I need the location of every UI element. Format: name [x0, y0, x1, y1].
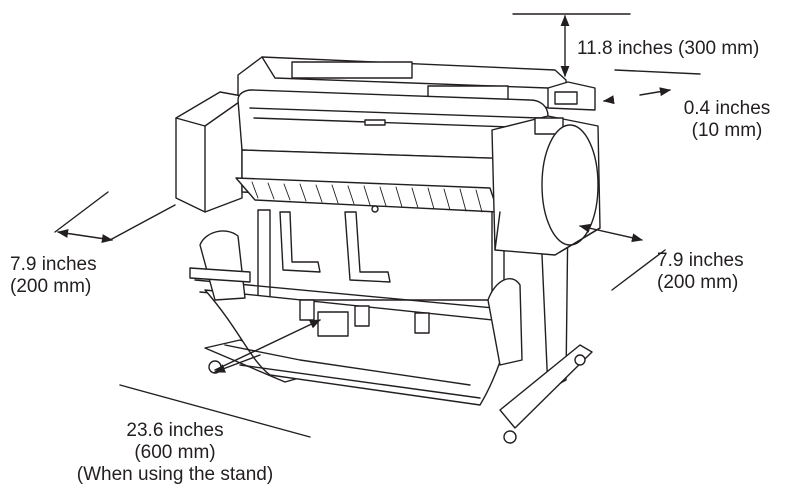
basket-clip	[299, 299, 315, 321]
sheet-guide-right	[344, 211, 391, 283]
label-right-line1: 7.9 inches	[657, 250, 744, 271]
label-front-line1: 23.6 inches	[126, 420, 224, 441]
arrow-right-gap	[639, 87, 672, 97]
label-right-gap: 0.4 inches (10 mm)	[664, 98, 790, 142]
output-basket	[189, 211, 523, 406]
label-right-line2: (200 mm)	[657, 272, 739, 293]
label-right-gap-line1: 0.4 inches	[683, 98, 771, 119]
label-right-clearance: 7.9 inches (200 mm)	[657, 250, 744, 294]
output-guide-knob	[371, 205, 379, 213]
label-top-clearance: 11.8 inches (300 mm)	[577, 38, 760, 59]
roll-cover	[541, 124, 599, 246]
basket-arm-right	[487, 278, 523, 366]
basket-clip	[414, 312, 430, 334]
sheet-guide-left	[279, 211, 321, 273]
top-cover-panel	[291, 61, 413, 79]
arrow-right-clearance	[578, 223, 644, 243]
label-right-gap-line2: (10 mm)	[691, 120, 763, 141]
label-left-clearance: 7.9 inches (200 mm)	[10, 254, 97, 298]
left-cabinet	[175, 91, 243, 213]
cover-handle	[364, 119, 386, 126]
caster-left-rear	[208, 360, 222, 374]
arrow-left-clearance	[56, 229, 114, 243]
label-front-clearance: 23.6 inches (600 mm) (When using the sta…	[40, 420, 310, 486]
arrow-front-clearance	[214, 319, 322, 371]
stand-foot-right	[499, 344, 593, 429]
caster-right-front	[503, 430, 517, 444]
basket-center-bracket	[317, 311, 349, 337]
basket-clip	[354, 305, 370, 327]
label-front-line3: (When using the stand)	[76, 464, 274, 485]
operation-panel-button	[554, 91, 578, 105]
label-left-line2: (200 mm)	[10, 276, 92, 297]
basket-arm-left	[199, 230, 246, 301]
caster-right-rear	[574, 354, 586, 366]
dimension-lines	[54, 13, 701, 438]
label-front-line2: (600 mm)	[134, 442, 216, 463]
printer-body	[175, 56, 601, 256]
label-left-line1: 7.9 inches	[10, 254, 97, 275]
